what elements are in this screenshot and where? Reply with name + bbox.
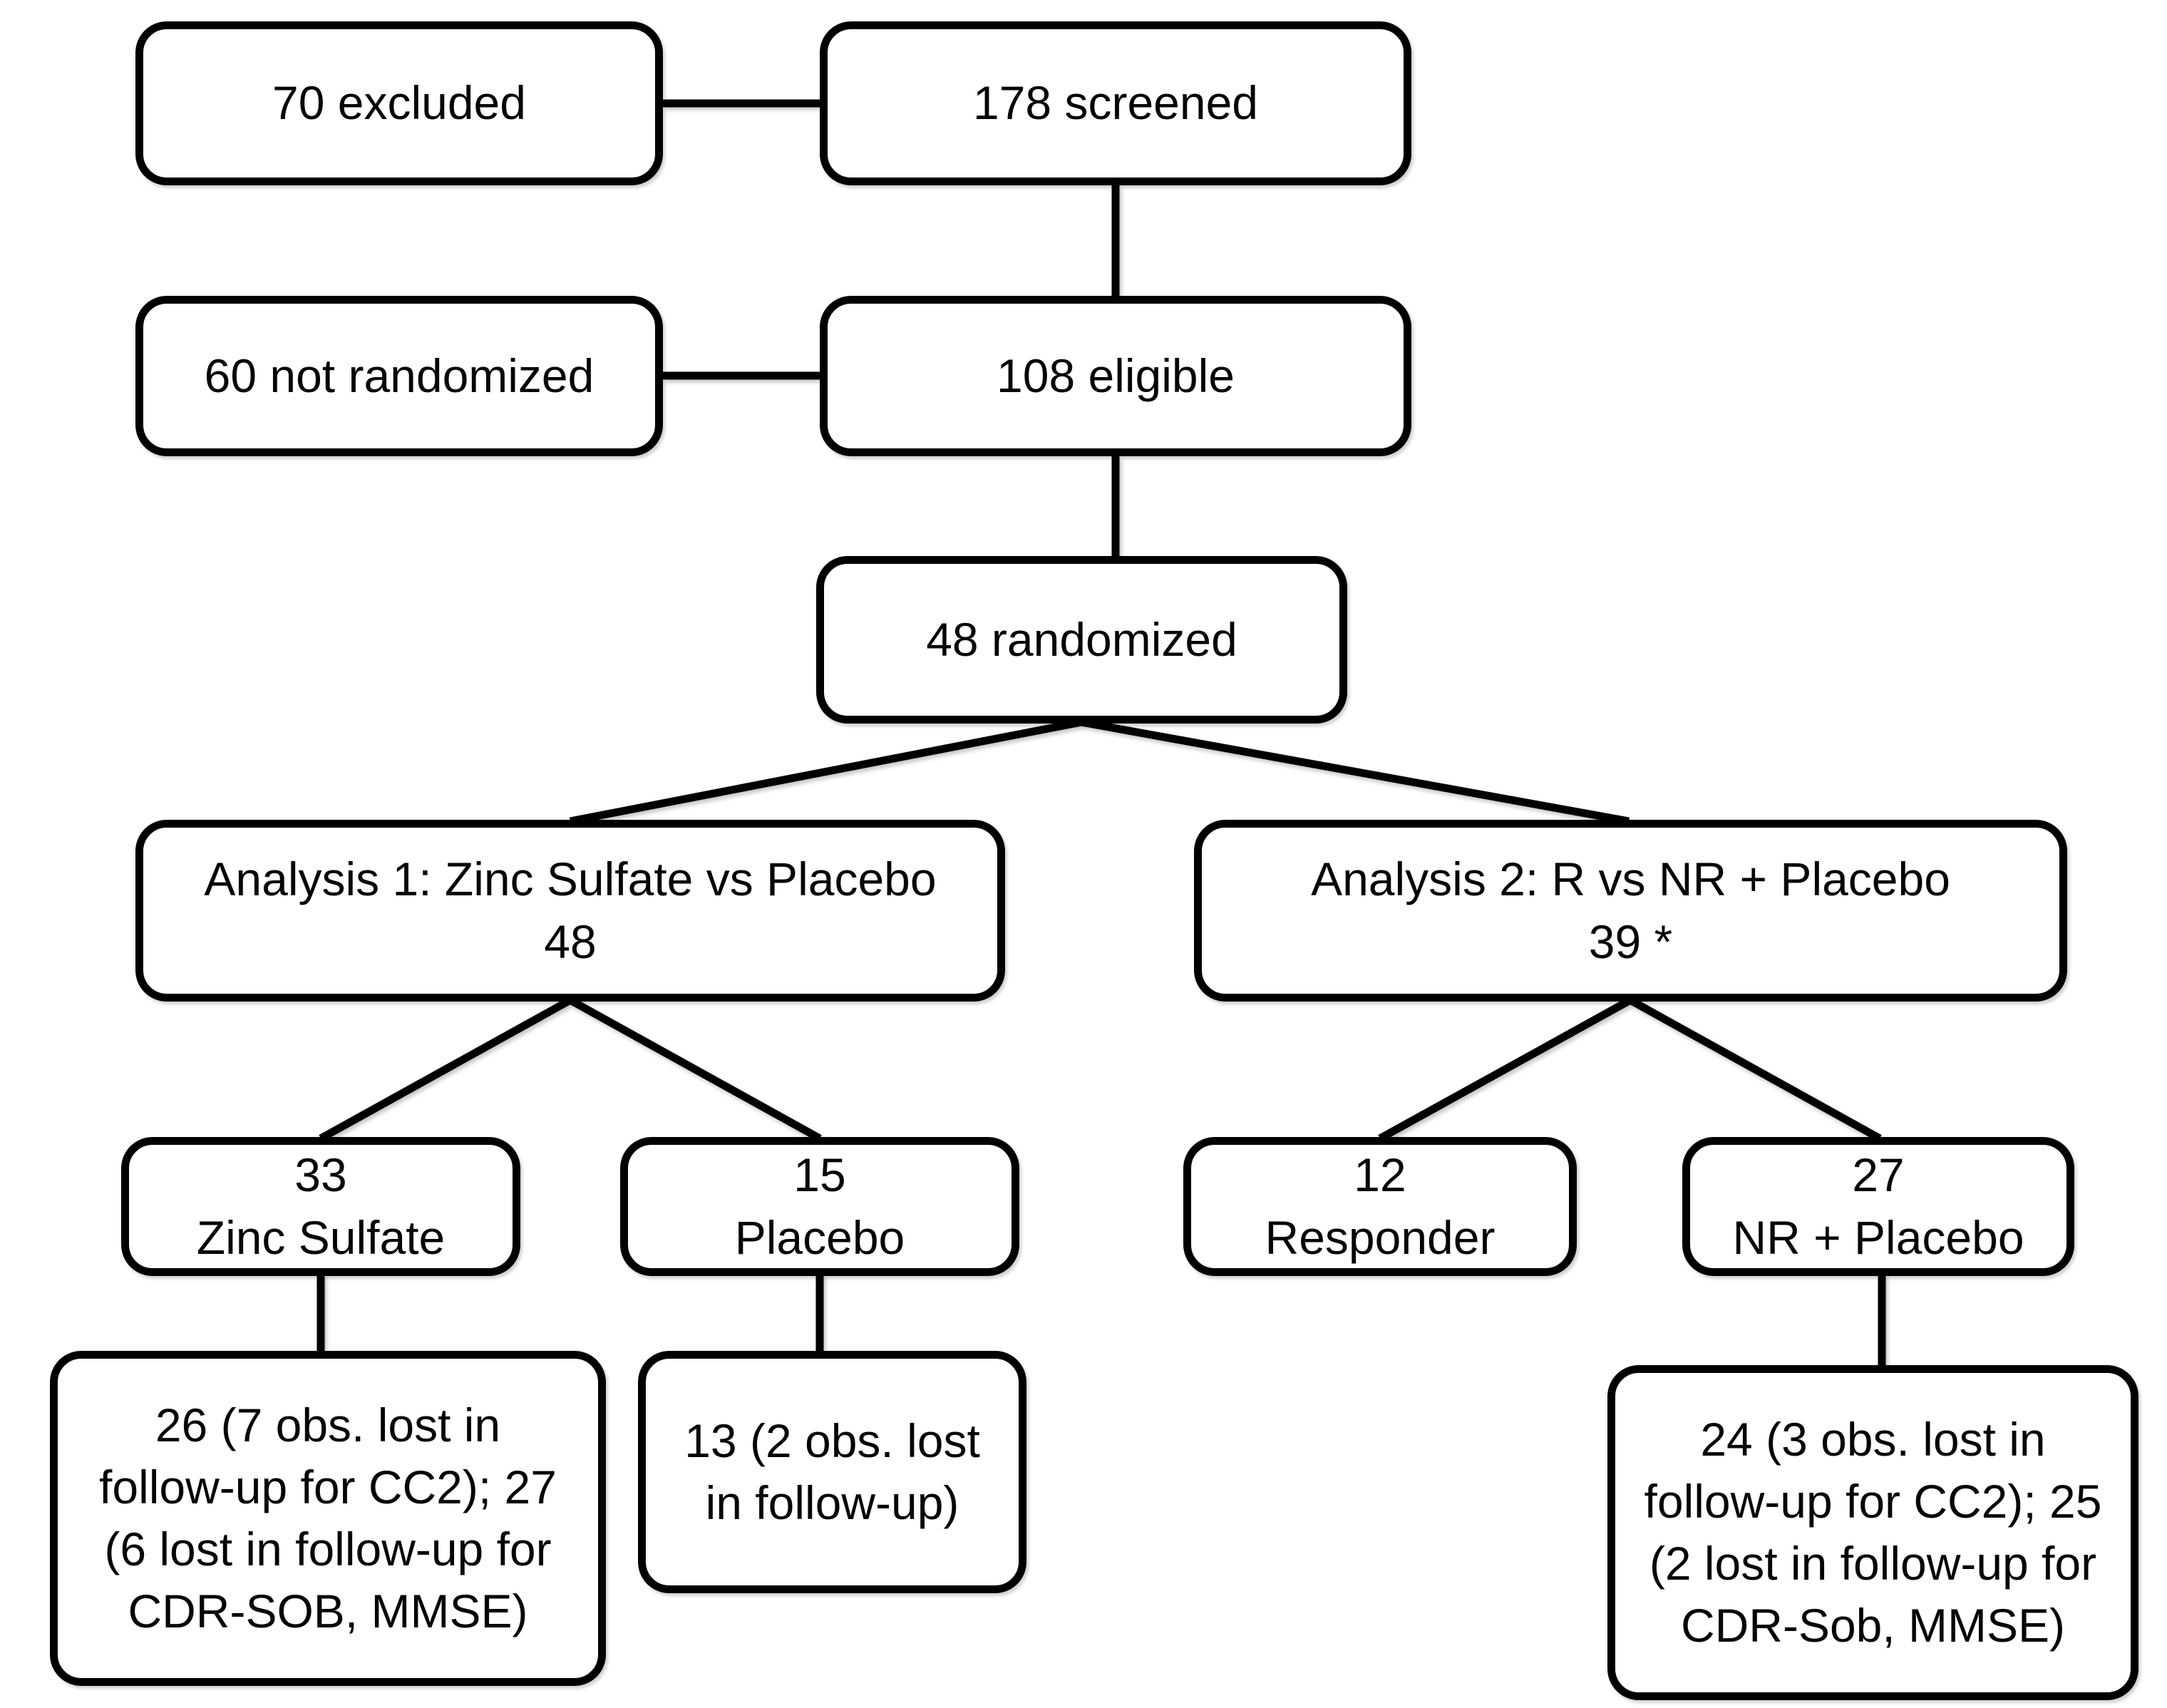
- edge-analysis2-nrplacebo: [1628, 997, 1882, 1142]
- edge-analysis2-responder: [1378, 997, 1632, 1142]
- node-randomized: 48 randomized: [816, 556, 1347, 724]
- node-responder-arm: 12 Responder: [1183, 1137, 1577, 1276]
- node-analysis-1-zinc-vs-placebo: Analysis 1: Zinc Sulfate vs Placebo 48: [135, 820, 1005, 1002]
- edge-randomized-analysis1: [569, 718, 1083, 825]
- node-nr-plus-placebo-arm: 27 NR + Placebo: [1682, 1137, 2074, 1276]
- node-zinc-sulfate-label: 33 Zinc Sulfate: [196, 1148, 446, 1264]
- node-analysis-2-r-vs-nr-placebo: Analysis 2: R vs NR + Placebo 39 *: [1194, 820, 2067, 1002]
- node-placebo-followup-outcome: 13 (2 obs. lost in follow-up): [638, 1351, 1026, 1593]
- node-eligible: 108 eligible: [820, 296, 1411, 456]
- node-placebo-arm: 15 Placebo: [620, 1137, 1019, 1276]
- node-nr-outcome-label: 24 (3 obs. lost in follow-up for CC2); 2…: [1644, 1412, 2102, 1652]
- node-placebo-label: 15 Placebo: [734, 1148, 905, 1264]
- node-randomized-label: 48 randomized: [926, 612, 1237, 666]
- node-screened-label: 178 screened: [973, 76, 1258, 130]
- node-nr-placebo-label: 27 NR + Placebo: [1732, 1148, 2024, 1264]
- node-screened: 178 screened: [820, 21, 1411, 185]
- edge-randomized-analysis2: [1081, 718, 1630, 825]
- node-placebo-outcome-label: 13 (2 obs. lost in follow-up): [684, 1414, 980, 1529]
- node-not-randomized: 60 not randomized: [135, 296, 663, 456]
- node-nr-placebo-followup-outcome: 24 (3 obs. lost in follow-up for CC2); 2…: [1607, 1365, 2138, 1700]
- node-zinc-sulfate-arm: 33 Zinc Sulfate: [121, 1137, 520, 1276]
- edge-analysis1-placebo: [568, 997, 822, 1142]
- node-eligible-label: 108 eligible: [997, 349, 1235, 402]
- node-zinc-sulfate-followup-outcome: 26 (7 obs. lost in follow-up for CC2); 2…: [50, 1351, 606, 1686]
- node-analysis-1-label: Analysis 1: Zinc Sulfate vs Placebo 48: [204, 853, 937, 968]
- node-excluded: 70 excluded: [135, 21, 663, 185]
- node-not-randomized-label: 60 not randomized: [204, 349, 594, 402]
- edge-analysis1-zincsulfate: [319, 997, 572, 1142]
- node-excluded-label: 70 excluded: [272, 76, 526, 130]
- node-analysis-2-label: Analysis 2: R vs NR + Placebo 39 *: [1311, 853, 1950, 968]
- node-responder-label: 12 Responder: [1265, 1148, 1496, 1264]
- node-zinc-outcome-label: 26 (7 obs. lost in follow-up for CC2); 2…: [99, 1398, 557, 1638]
